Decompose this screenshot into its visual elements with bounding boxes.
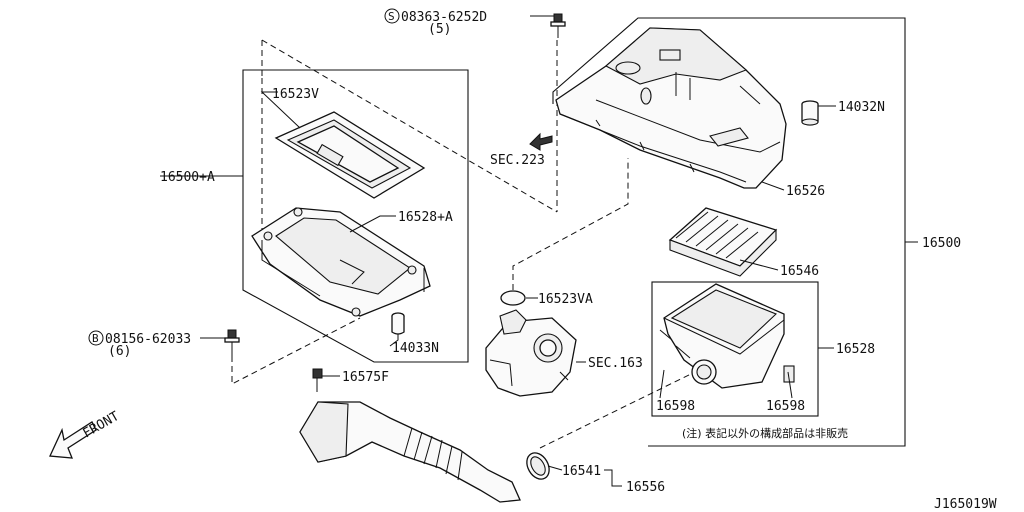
label-bolt-left: 08156-62033 — [105, 332, 191, 347]
guide-line-seal — [512, 158, 629, 290]
label-lower-case: 16528 — [836, 342, 875, 357]
band-16541 — [526, 452, 550, 480]
label-bolt-left-qty: (6) — [108, 344, 131, 359]
label-front: FRONT — [81, 409, 123, 442]
label-clip: 16575F — [342, 370, 389, 385]
seal-16523va — [500, 290, 526, 306]
sec-223-arrow — [529, 132, 553, 151]
guide-line-duct — [539, 371, 696, 449]
guide-line-left-diagonal — [261, 39, 558, 213]
label-clamp-right: 16598 — [766, 399, 805, 414]
label-sec-163: SEC.163 — [588, 356, 643, 371]
label-clamp-left: 16598 — [656, 399, 695, 414]
clip-16575f — [312, 368, 323, 392]
bolt-left — [224, 329, 240, 356]
front-arrow — [49, 421, 97, 459]
label-lower-case-a: 16528+A — [398, 210, 453, 225]
throttle-body — [485, 309, 577, 397]
lower-case — [659, 283, 795, 389]
label-gasket-upper: 16523V — [272, 87, 319, 102]
label-grommet: 14033N — [392, 341, 439, 356]
filter-element — [668, 207, 778, 277]
label-upper-cover: 16526 — [786, 184, 825, 199]
label-band: 16541 — [562, 464, 601, 479]
label-bolt-top-qty: (5) — [428, 22, 451, 37]
left-assembly-frame — [242, 69, 469, 363]
upper-cover — [555, 27, 787, 189]
label-duct: 16556 — [626, 480, 665, 495]
note-text: (注) 表記以外の構成部品は非販売 — [682, 426, 848, 440]
lower-case-16528a — [251, 207, 431, 317]
s-symbol: S — [388, 10, 395, 23]
b-symbol-circle — [88, 330, 104, 346]
assembly-frame-right — [552, 17, 906, 447]
plug-14032n — [801, 100, 819, 126]
gasket-16523v — [274, 111, 426, 199]
grommet-14033n — [391, 312, 405, 335]
label-bolt-top: 08363-6252D — [401, 10, 487, 25]
label-element: 16546 — [780, 264, 819, 279]
label-plug: 14032N — [838, 100, 885, 115]
air-duct — [299, 401, 521, 503]
label-assy-a: 16500+A — [160, 170, 215, 185]
reference-code: J165019W — [934, 497, 997, 512]
bolt-top — [550, 13, 566, 38]
label-seal-small: 16523VA — [538, 292, 593, 307]
label-sec-223: SEC.223 — [490, 153, 545, 168]
label-assy: 16500 — [922, 236, 961, 251]
b-symbol: B — [92, 332, 99, 345]
guide-line-bolt-left — [231, 317, 361, 385]
s-symbol-circle — [384, 8, 400, 24]
lower-case-frame — [651, 281, 819, 417]
